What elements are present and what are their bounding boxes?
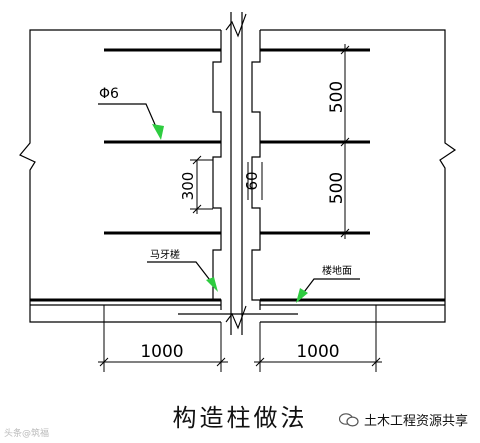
rebar-leader — [98, 103, 161, 137]
column-profile — [212, 12, 261, 335]
break-marks — [225, 13, 247, 330]
right-wall-outline — [260, 29, 457, 323]
bottom-dimensions — [98, 305, 382, 372]
dim-right-label: 1000 — [296, 342, 339, 362]
top-break-mark — [225, 13, 247, 38]
left-wall-outline — [19, 29, 221, 323]
tooth-depth-dimension — [247, 162, 263, 200]
horse-tooth-leader-arrow — [206, 277, 218, 292]
tooth-depth-label: 60 — [243, 171, 261, 190]
tooth-height-dimension — [190, 155, 213, 214]
ground-label: 楼地面 — [322, 264, 352, 277]
rebar-leader-arrow — [152, 124, 164, 140]
spacing-top-label: 500 — [327, 81, 347, 113]
source-text: 土木工程资源共享 — [363, 414, 468, 429]
watermark: 头条@筑福 — [4, 429, 50, 439]
spacing-bottom-label: 500 — [327, 172, 347, 204]
wechat-icon — [338, 412, 359, 427]
rebars — [30, 48, 445, 302]
dim-left-label: 1000 — [140, 342, 183, 362]
source-credit: 土木工程资源共享 — [338, 410, 468, 429]
horse-tooth-label: 马牙槎 — [150, 248, 180, 261]
ground-leader-arrow — [296, 288, 308, 303]
tooth-height-label: 300 — [179, 172, 197, 201]
left-horse-tooth-edge — [212, 30, 222, 310]
wall-outline — [19, 29, 457, 323]
right-horse-tooth-edge — [251, 30, 261, 310]
horse-tooth-leader — [147, 261, 217, 289]
drawing-caption: 构造柱做法 — [172, 404, 308, 432]
ground-leader — [297, 278, 360, 301]
rebar-label: Φ6 — [99, 86, 119, 102]
spacing-dimension — [340, 44, 350, 239]
bottom-break-mark — [225, 305, 247, 330]
